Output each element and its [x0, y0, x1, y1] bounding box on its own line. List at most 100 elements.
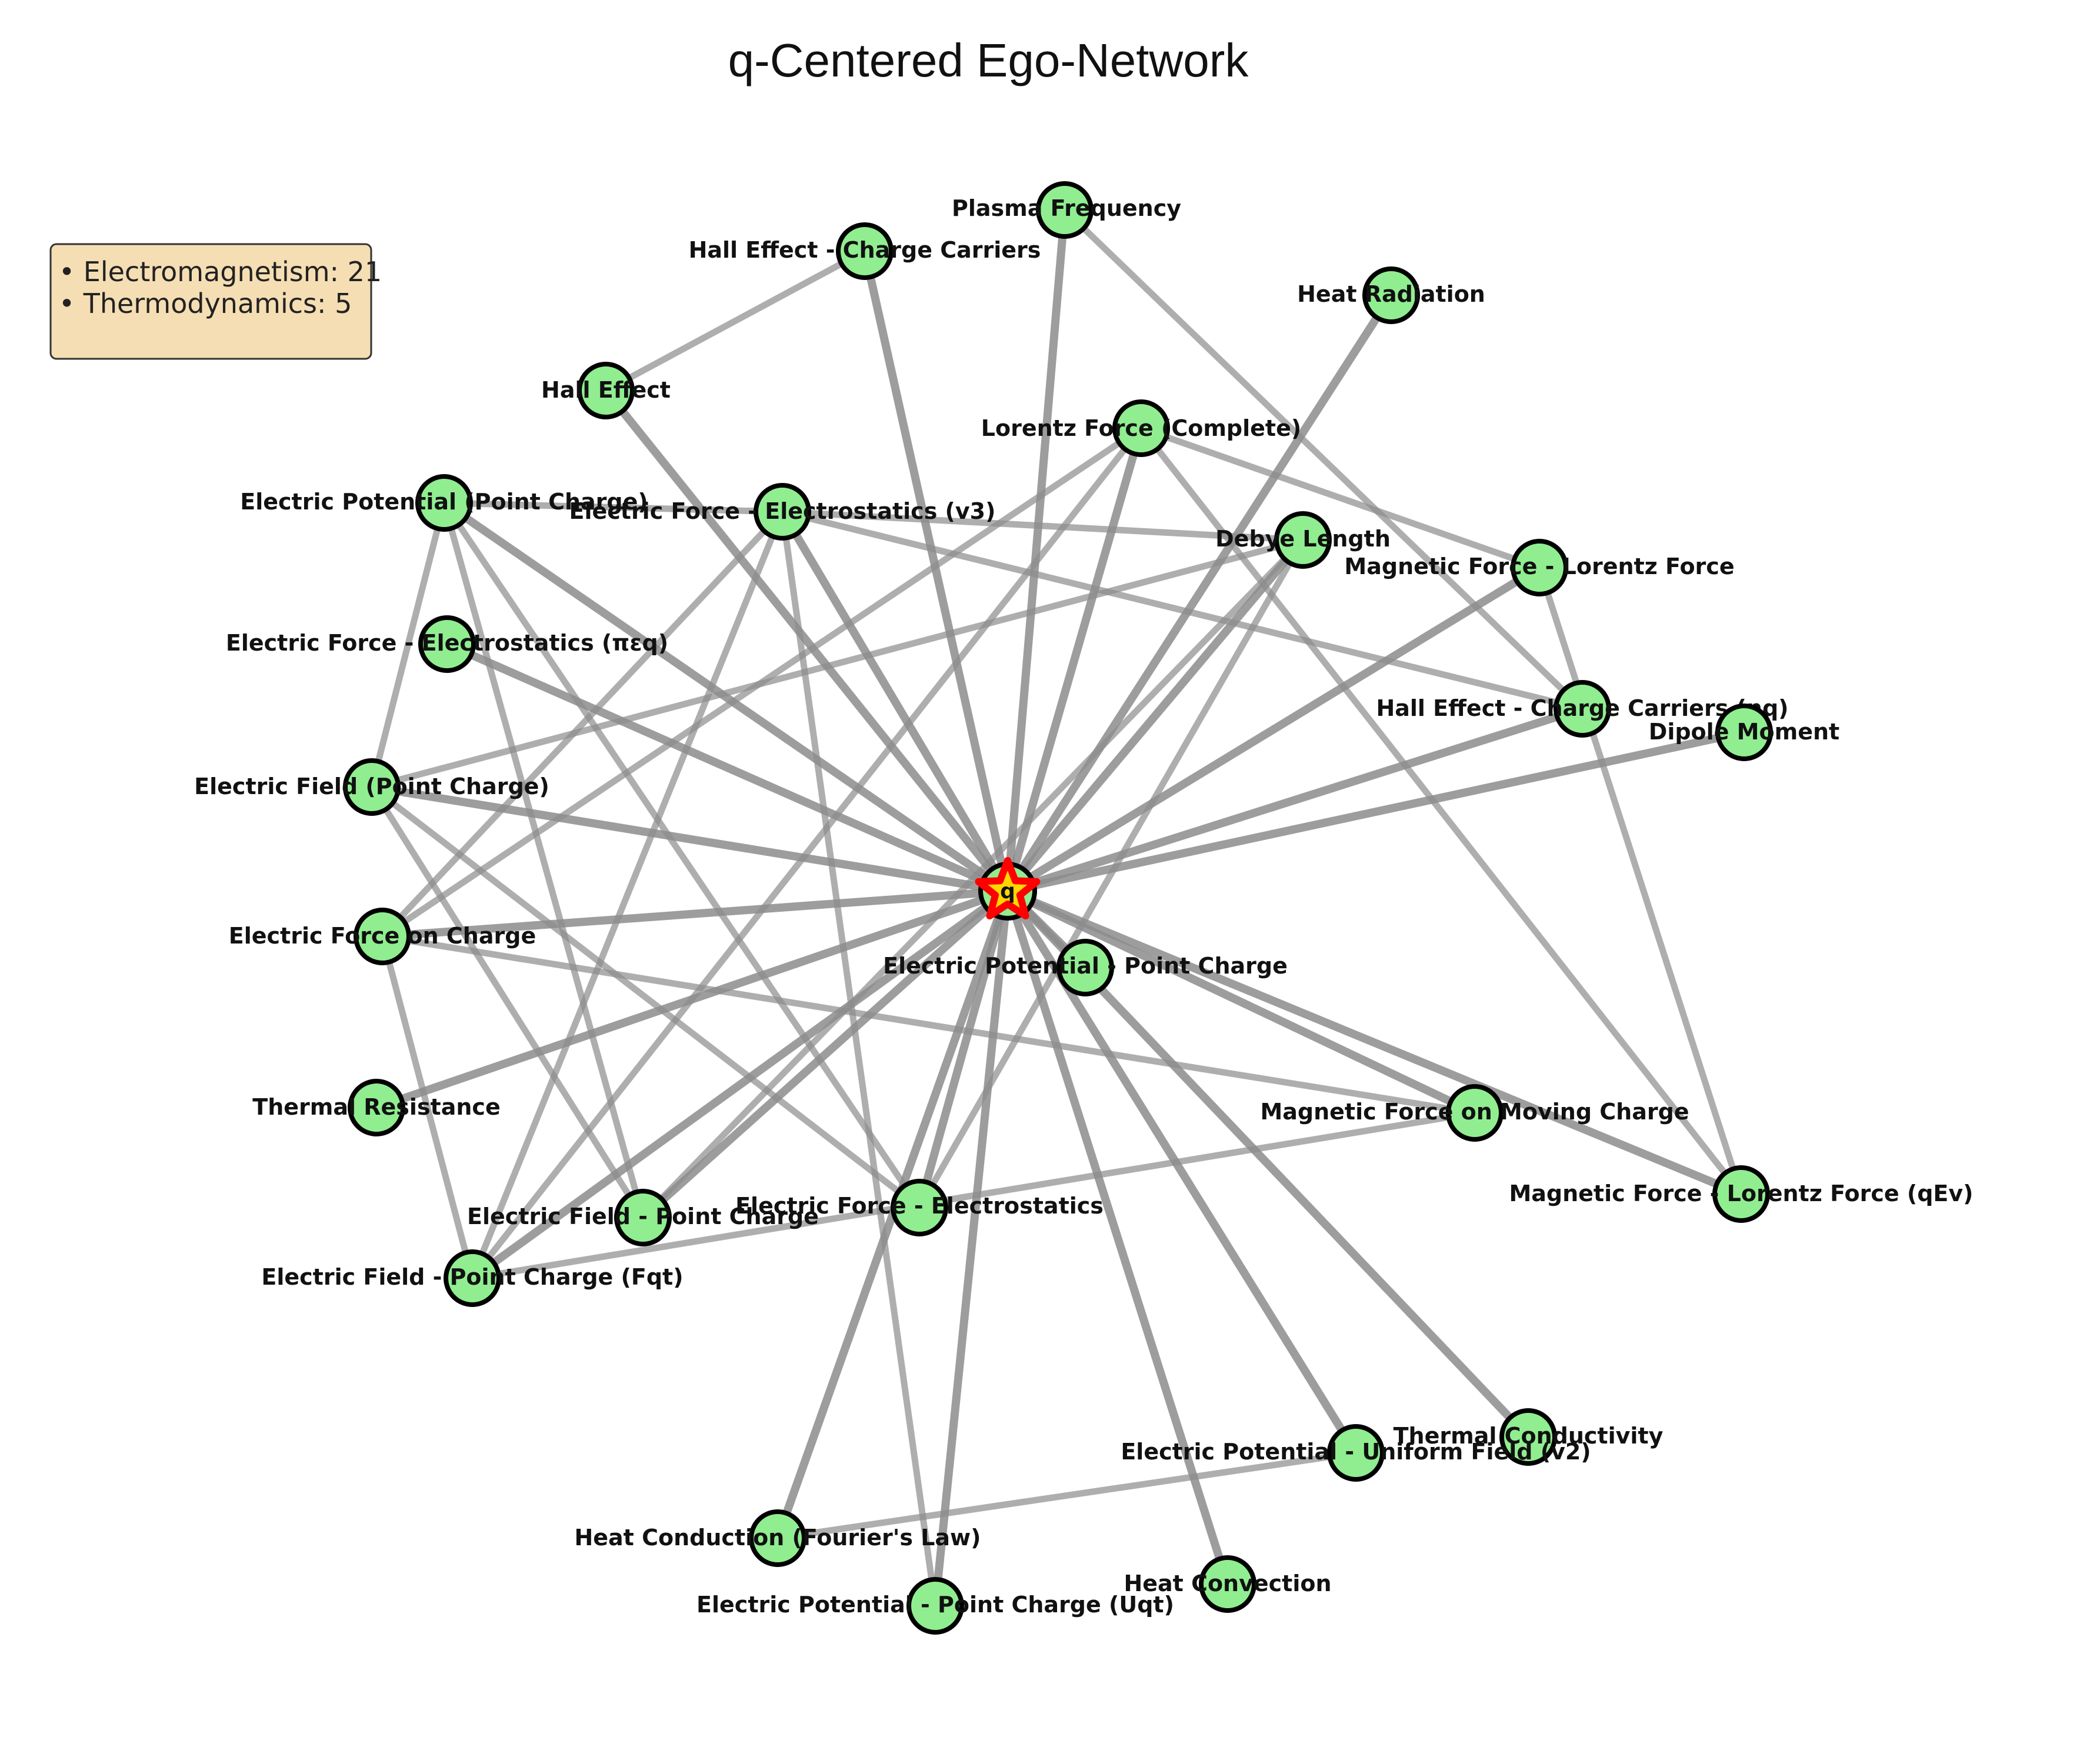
edge-mag_lorentz-mag_qev: [1536, 564, 1745, 1198]
node-circle[interactable]: [1554, 680, 1611, 738]
node-mag_moving[interactable]: Magnetic Force on Moving Charge: [1260, 1084, 1689, 1142]
node-heat_radiation[interactable]: Heat Radiation: [1297, 266, 1485, 324]
edge-q-hall_effect: [602, 386, 1012, 895]
node-lorentz_complete[interactable]: Lorentz Force (Complete): [981, 399, 1301, 457]
edge-q-efield_paren: [368, 783, 1012, 895]
legend-background: [49, 243, 372, 360]
node-circle[interactable]: [749, 1509, 806, 1567]
node-label: Thermal Conductivity: [1394, 1423, 1664, 1449]
node-label: Heat Conduction (Fourier's Law): [574, 1525, 981, 1551]
node-circle[interactable]: [1712, 1165, 1770, 1223]
node-efield_fqt[interactable]: Electric Field - Point Charge (Fqt): [261, 1249, 684, 1307]
edge-q-efield_dash: [639, 887, 1012, 1222]
node-circle[interactable]: [415, 474, 473, 532]
node-mag_qev[interactable]: Magnetic Force - Lorentz Force (qEv): [1509, 1165, 1974, 1223]
node-epot_dash[interactable]: Electric Potential - Point Charge: [883, 939, 1288, 996]
node-circle[interactable]: [836, 222, 894, 280]
edge-q-heat_radiation: [1004, 291, 1395, 895]
node-epot_uqt[interactable]: Electric Potential - Point Charge (Uqt): [696, 1577, 1174, 1635]
node-circle[interactable]: [1446, 1084, 1504, 1142]
node-thermal_cond[interactable]: Thermal Conductivity: [1394, 1408, 1664, 1466]
edge-debye-efield_dash: [639, 536, 1306, 1221]
center-node[interactable]: q: [975, 857, 1041, 921]
center-star-icon[interactable]: [975, 857, 1041, 920]
node-circle[interactable]: [577, 362, 635, 419]
node-circle[interactable]: [754, 483, 811, 541]
node-efield_paren[interactable]: Electric Field (Point Charge): [194, 758, 549, 816]
diagram-title: q-Centered Ego-Network: [728, 34, 1249, 86]
node-plasma_freq[interactable]: Plasma Frequency: [952, 181, 1181, 239]
node-epot_point_charge_paren[interactable]: Electric Potential (Point Charge): [240, 474, 648, 532]
node-eforce_v3[interactable]: Electric Force - Electrostatics (v3): [569, 483, 996, 541]
edge-epot_point_charge_paren-efield_dash: [441, 499, 646, 1221]
edge-q-mag_moving: [1004, 887, 1479, 1117]
edge-debye-eforce_es: [916, 536, 1306, 1211]
edge-efield_paren-efield_dash: [368, 784, 646, 1221]
node-circle[interactable]: [614, 1189, 672, 1246]
node-circle[interactable]: [1274, 511, 1332, 569]
edge-epot_point_charge_paren-eforce_es: [441, 499, 923, 1211]
node-circle[interactable]: [444, 1249, 501, 1307]
edge-lorentz_complete-mag_lorentz: [1138, 425, 1543, 571]
node-circle[interactable]: [1327, 1424, 1385, 1482]
node-debye[interactable]: Debye Length: [1215, 511, 1391, 569]
edge-q-efield_fqt: [468, 887, 1012, 1282]
node-circle[interactable]: [1036, 181, 1094, 239]
edge-eforce_v3-hall_nq: [779, 508, 1586, 712]
edge-q-eforce_pieq: [443, 640, 1012, 895]
node-label: Lorentz Force (Complete): [981, 415, 1301, 441]
edge-q-hall_carriers: [861, 247, 1012, 895]
node-heat_convection[interactable]: Heat Convection: [1124, 1555, 1332, 1613]
node-circle[interactable]: [1112, 399, 1170, 457]
node-label: Electric Force on Charge: [229, 923, 536, 949]
node-circle[interactable]: [1715, 704, 1773, 761]
node-label: Debye Length: [1215, 526, 1391, 552]
edge-efield_paren-eforce_es: [368, 784, 923, 1211]
edge-hall_carriers-hall_effect: [602, 248, 868, 394]
node-circle[interactable]: [343, 758, 401, 816]
node-label: Electric Field - Point Charge: [467, 1203, 819, 1229]
node-label: Hall Effect - Charge Carriers: [689, 237, 1041, 263]
edge-q-mag_lorentz: [1004, 564, 1544, 895]
legend-item-electromagnetism: • Electromagnetism: 21: [59, 256, 382, 288]
node-efield_dash[interactable]: Electric Field - Point Charge: [467, 1189, 819, 1246]
node-label: Electric Force - Electrostatics (πεq): [226, 630, 668, 656]
node-circle[interactable]: [1056, 939, 1114, 996]
node-circle[interactable]: [1511, 539, 1568, 596]
node-circle[interactable]: [354, 908, 411, 965]
edge-epot_uniform-heat_conduction: [774, 1449, 1359, 1542]
edge-q-heat_convection: [1004, 887, 1232, 1588]
node-hall_carriers[interactable]: Hall Effect - Charge Carriers: [689, 222, 1041, 280]
edge-q-eforce_v3: [778, 508, 1012, 895]
node-heat_conduction[interactable]: Heat Conduction (Fourier's Law): [574, 1509, 981, 1567]
edge-eforce_v3-epot_uqt: [779, 508, 939, 1609]
node-mag_lorentz[interactable]: Magnetic Force - Lorentz Force: [1344, 539, 1735, 596]
node-eforce_pieq[interactable]: Electric Force - Electrostatics (πεq): [226, 615, 668, 673]
node-circle[interactable]: [348, 1079, 405, 1136]
node-eforce_es[interactable]: Electric Force - Electrostatics: [735, 1179, 1104, 1236]
node-circle[interactable]: [906, 1577, 964, 1635]
node-epot_uniform[interactable]: Electric Potential - Uniform Field (v2): [1121, 1424, 1591, 1482]
edge-eforce_v3-eforce_on_charge: [379, 508, 786, 940]
node-circle[interactable]: [891, 1179, 948, 1236]
node-label: Dipole Moment: [1649, 719, 1839, 745]
node-label: Electric Field - Point Charge (Fqt): [261, 1264, 683, 1290]
node-hall_effect[interactable]: Hall Effect: [541, 362, 671, 419]
edge-eforce_v3-debye: [779, 508, 1306, 544]
node-circle[interactable]: [1499, 1408, 1557, 1466]
node-thermal_res[interactable]: Thermal Resistance: [252, 1079, 501, 1136]
node-label: Electric Field (Point Charge): [194, 774, 549, 799]
node-eforce_on_charge[interactable]: Electric Force on Charge: [229, 908, 536, 965]
edge-mag_moving-efield_fqt: [469, 1109, 1478, 1282]
node-label: Electric Force - Electrostatics (v3): [569, 498, 996, 524]
node-label: Heat Radiation: [1297, 281, 1485, 307]
node-circle[interactable]: [1199, 1555, 1256, 1613]
node-dipole[interactable]: Dipole Moment: [1649, 704, 1839, 761]
edge-q-dipole: [1004, 728, 1748, 895]
node-circle[interactable]: [1362, 266, 1420, 324]
node-label: Electric Potential - Point Charge: [883, 953, 1288, 979]
node-label: Electric Potential - Point Charge (Uqt): [696, 1592, 1174, 1618]
node-label: Magnetic Force on Moving Charge: [1260, 1099, 1689, 1125]
edge-eforce_on_charge-mag_moving: [379, 933, 1478, 1116]
node-circle[interactable]: [418, 615, 476, 673]
